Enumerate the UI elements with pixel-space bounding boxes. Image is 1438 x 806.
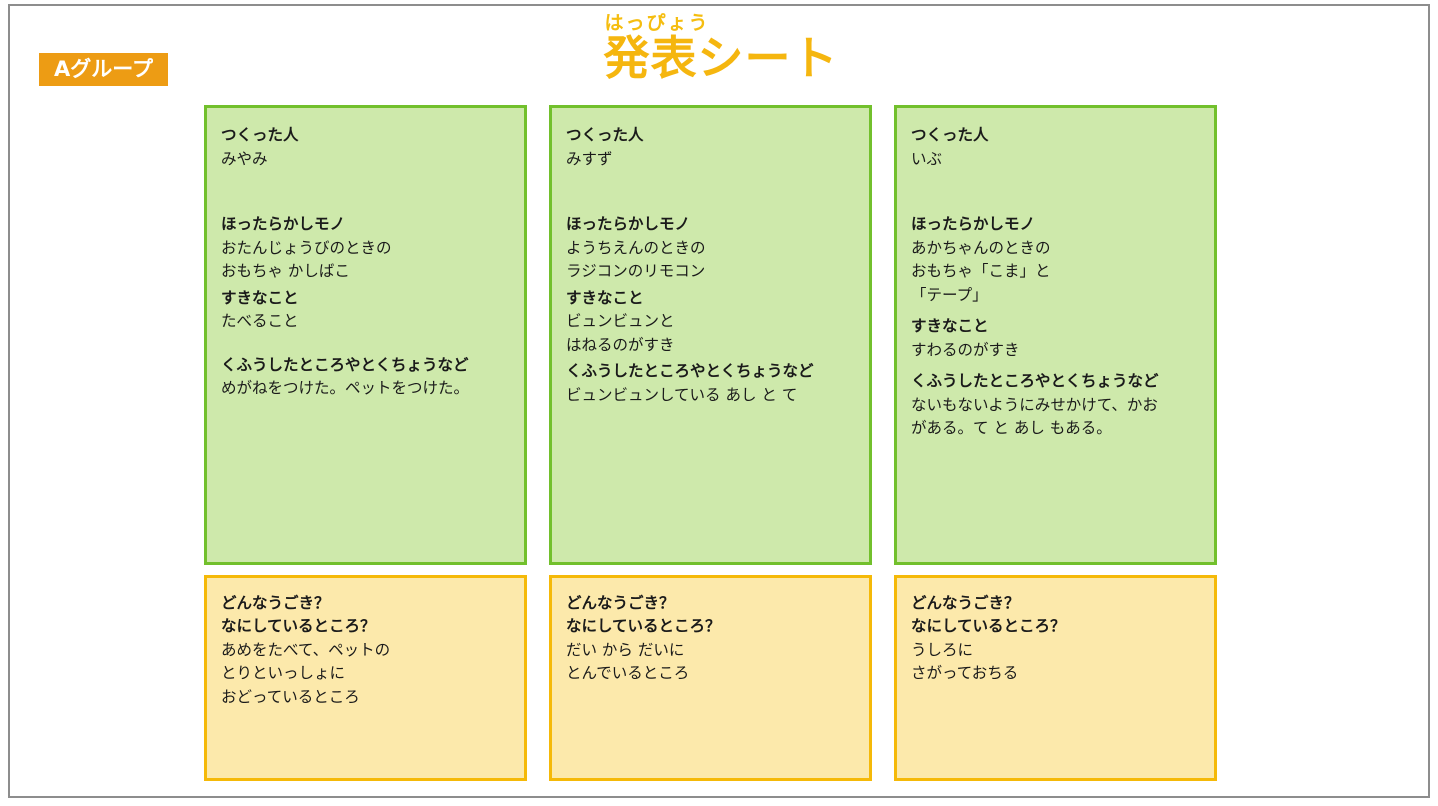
item-label-2: ほったらかしモノ	[566, 215, 691, 234]
spacer	[911, 171, 1200, 213]
likes-label-3: すきなこと	[911, 317, 989, 336]
maker-value-3: いぶ	[911, 149, 943, 168]
likes-value-1: たべること	[221, 312, 299, 331]
item-label-3: ほったらかしモノ	[911, 215, 1036, 234]
motion-value-1: あめをたべて、ペットの とりといっしょに おどっているところ	[221, 640, 391, 706]
motion-q1-label-1: どんなうごき？	[221, 593, 330, 612]
column-1: つくった人 みやみ ほったらかしモノ おたんじょうびのときの おもちゃ かしばこ…	[204, 105, 527, 781]
maker-value-2: みすず	[566, 149, 613, 168]
presentation-slide: Aグループ はっぴょう 発表シート つくった人 みやみ ほったらかしモノ おたん…	[8, 4, 1430, 798]
likes-label-1: すきなこと	[221, 288, 299, 307]
page-title: 発表シート	[603, 31, 839, 85]
motion-q1-label-2: どんなうごき？	[566, 593, 675, 612]
spacer	[911, 307, 1200, 315]
item-value-1: おたんじょうびのときの おもちゃ かしばこ	[221, 238, 392, 281]
profile-card-3: つくった人 いぶ ほったらかしモノ あかちゃんのときの おもちゃ「こま」と 「テ…	[894, 105, 1217, 565]
notes-label-2: くふうしたところやとくちょうなど	[566, 362, 814, 381]
title-furigana: はっぴょう	[604, 12, 710, 34]
motion-card-2: どんなうごき？ なにしているところ？ だい から だいに とんでいるところ	[549, 574, 872, 781]
spacer	[221, 334, 510, 354]
spacer	[911, 362, 1200, 370]
notes-label-3: くふうしたところやとくちょうなど	[911, 372, 1159, 391]
likes-value-3: すわるのがすき	[911, 340, 1020, 359]
motion-value-3: うしろに さがっておちる	[911, 640, 1019, 683]
motion-q1-label-3: どんなうごき？	[911, 593, 1020, 612]
notes-value-3: ないもないようにみせかけて、かお がある。て と あし もある。	[911, 395, 1158, 438]
motion-value-2: だい から だいに とんでいるところ	[566, 640, 690, 683]
column-2: つくった人 みすず ほったらかしモノ ようちえんのときの ラジコンのリモコン す…	[549, 105, 872, 781]
group-badge: Aグループ	[39, 53, 168, 86]
motion-q2-label-3: なにしているところ？	[911, 617, 1066, 636]
item-value-3: あかちゃんのときの おもちゃ「こま」と 「テープ」	[911, 238, 1051, 304]
notes-value-1: めがねをつけた。ペットをつけた。	[221, 379, 470, 398]
notes-value-2: ビュンビュンしている あし と て	[566, 385, 798, 404]
maker-label-3: つくった人	[911, 126, 989, 144]
maker-label-1: つくった人	[221, 126, 299, 144]
profile-card-2: つくった人 みすず ほったらかしモノ ようちえんのときの ラジコンのリモコン す…	[549, 105, 872, 565]
motion-q2-label-2: なにしているところ？	[566, 617, 721, 636]
motion-q2-label-1: なにしているところ？	[221, 617, 376, 636]
item-value-2: ようちえんのときの ラジコンのリモコン	[566, 238, 706, 281]
columns-container: つくった人 みやみ ほったらかしモノ おたんじょうびのときの おもちゃ かしばこ…	[204, 105, 1236, 781]
spacer	[566, 171, 855, 213]
spacer	[221, 171, 510, 213]
motion-card-3: どんなうごき？ なにしているところ？ うしろに さがっておちる	[894, 574, 1217, 781]
notes-label-1: くふうしたところやとくちょうなど	[221, 355, 469, 374]
likes-value-2: ビュンビュンと はねるのがすき	[566, 312, 675, 354]
item-label-1: ほったらかしモノ	[221, 215, 346, 234]
profile-card-1: つくった人 みやみ ほったらかしモノ おたんじょうびのときの おもちゃ かしばこ…	[204, 105, 527, 565]
likes-label-2: すきなこと	[566, 288, 644, 307]
column-3: つくった人 いぶ ほったらかしモノ あかちゃんのときの おもちゃ「こま」と 「テ…	[894, 105, 1217, 781]
maker-label-2: つくった人	[566, 126, 644, 144]
motion-card-1: どんなうごき？ なにしているところ？ あめをたべて、ペットの とりといっしょに …	[204, 574, 527, 781]
maker-value-1: みやみ	[221, 149, 268, 168]
